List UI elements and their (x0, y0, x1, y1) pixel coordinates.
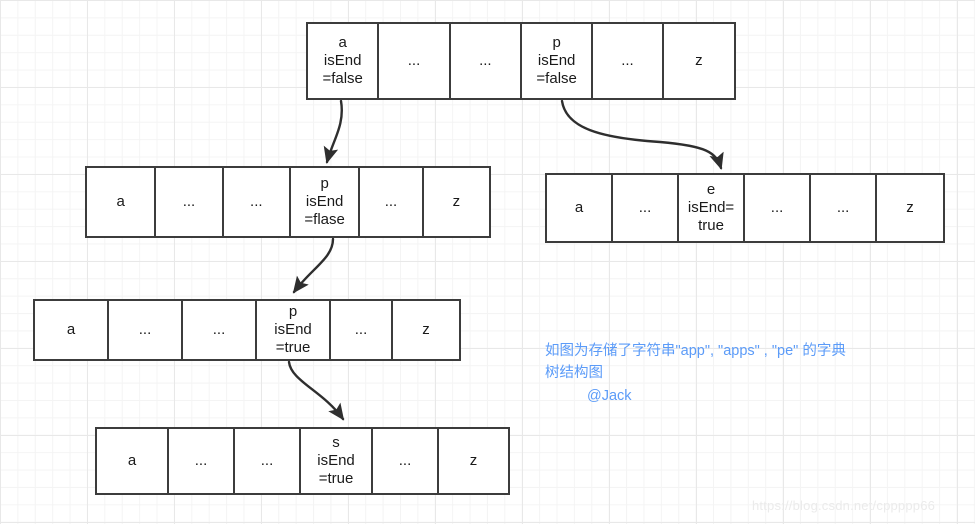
cell-text-line: z (906, 199, 914, 217)
node-array-under-a-cell-z: z (423, 168, 489, 236)
root-node-array-cell-ellipsis-3: ... (593, 24, 664, 98)
cell-text-line: ... (138, 321, 152, 339)
node-array-under-app-cell-a: a (97, 429, 169, 493)
cell-text-line: ... (638, 199, 652, 217)
cell-text-line: ... (250, 193, 263, 211)
cell-text-line: ... (212, 321, 226, 339)
cell-text-line: ... (770, 199, 784, 217)
cell-text-line: ... (354, 321, 368, 339)
cell-text-line: e (706, 181, 716, 199)
cell-text-line: a (116, 193, 125, 211)
cell-text-line: =false (322, 69, 363, 87)
cell-text-line: z (695, 52, 703, 70)
blog-watermark: https://blog.csdn.net/cppppp66 (752, 498, 936, 513)
node-array-under-a-cell-ellipsis-1: ... (156, 168, 224, 236)
cell-text-line: ... (836, 199, 850, 217)
node-array-under-ap-cell-ellipsis-2: ... (183, 301, 257, 359)
arrow-root-a-to-row2-p (323, 99, 343, 164)
cell-text-line: p (320, 175, 329, 193)
arrow-row2-p-to-row3-p (292, 237, 335, 294)
cell-text-line: z (452, 193, 461, 211)
node-array-under-ap-cell-ellipsis-1: ... (109, 301, 183, 359)
cell-text-line: ... (260, 452, 274, 470)
cell-text-line: isEnd (537, 52, 576, 70)
arrow-row3-p-to-row4-s (287, 360, 345, 421)
node-array-under-ap-cell-z: z (393, 301, 459, 359)
cell-text-line: z (469, 452, 478, 470)
cell-text-line: z (422, 321, 430, 339)
node-array-under-root-p-cell-z: z (877, 175, 943, 241)
root-node-array-cell-ellipsis-1: ... (379, 24, 451, 98)
node-array-under-app-cell-ellipsis-3: ... (373, 429, 439, 493)
cell-text-line: =true (318, 469, 354, 487)
node-array-under-app-cell-ellipsis-1: ... (169, 429, 235, 493)
node-array-under-a-cell-ellipsis-3: ... (360, 168, 424, 236)
node-array-under-app-cell-z: z (439, 429, 508, 493)
cell-text-line: ... (479, 52, 492, 70)
cell-text-line: ... (384, 193, 398, 211)
node-array-under-root-p-cell-ellipsis-2: ... (745, 175, 812, 241)
diagram-caption: 如图为存储了字符串"app", "apps" , "pe" 的字典 树结构图 @… (545, 340, 915, 407)
arrow-root-p-to-right-row-e (560, 99, 724, 170)
node-array-under-root-p-cell-ellipsis-1: ... (613, 175, 680, 241)
cell-text-line: true (698, 216, 724, 234)
node-array-under-root-p-cell-ellipsis-3: ... (811, 175, 878, 241)
cell-text-line: =false (536, 69, 577, 87)
cell-text-line: isEnd (274, 321, 312, 339)
root-node-array-cell-ellipsis-2: ... (450, 24, 522, 98)
cell-text-line: ... (398, 452, 412, 470)
node-array-under-a-cell-ellipsis-2: ... (223, 168, 291, 236)
cell-text-line: isEnd= (687, 199, 735, 217)
caption-line-2: 树结构图 (545, 365, 603, 382)
cell-text-line: ... (407, 52, 421, 70)
caption-line-1: 如图为存储了字符串"app", "apps" , "pe" 的字典 (545, 343, 846, 359)
node-array-under-a-cell-a: a (87, 168, 157, 236)
cell-text-line: isEnd (317, 452, 355, 470)
cell-text-line: a (338, 34, 347, 52)
node-array-under-app-cell-ellipsis-2: ... (235, 429, 301, 493)
cell-text-line: a (127, 452, 137, 470)
cell-text-line: =true (275, 338, 311, 356)
cell-text-line: a (66, 321, 76, 339)
root-node-array-cell-z: z (663, 24, 734, 98)
cell-text-line: ... (182, 193, 196, 211)
cell-text-line: a (574, 199, 584, 217)
cell-text-line: p (552, 34, 561, 52)
cell-text-line: isEnd (323, 52, 362, 70)
cell-text-line: ... (621, 52, 634, 70)
cell-text-line: p (288, 303, 298, 321)
cell-text-line: isEnd (305, 193, 344, 211)
cell-text-line: =flase (304, 210, 345, 228)
node-array-under-ap-cell-a: a (35, 301, 109, 359)
node-array-under-root-p-cell-a: a (547, 175, 614, 241)
node-array-under-ap-cell-ellipsis-3: ... (331, 301, 393, 359)
caption-line-3: @Jack (587, 387, 632, 404)
cell-text-line: s (332, 434, 340, 452)
cell-text-line: ... (194, 452, 208, 470)
